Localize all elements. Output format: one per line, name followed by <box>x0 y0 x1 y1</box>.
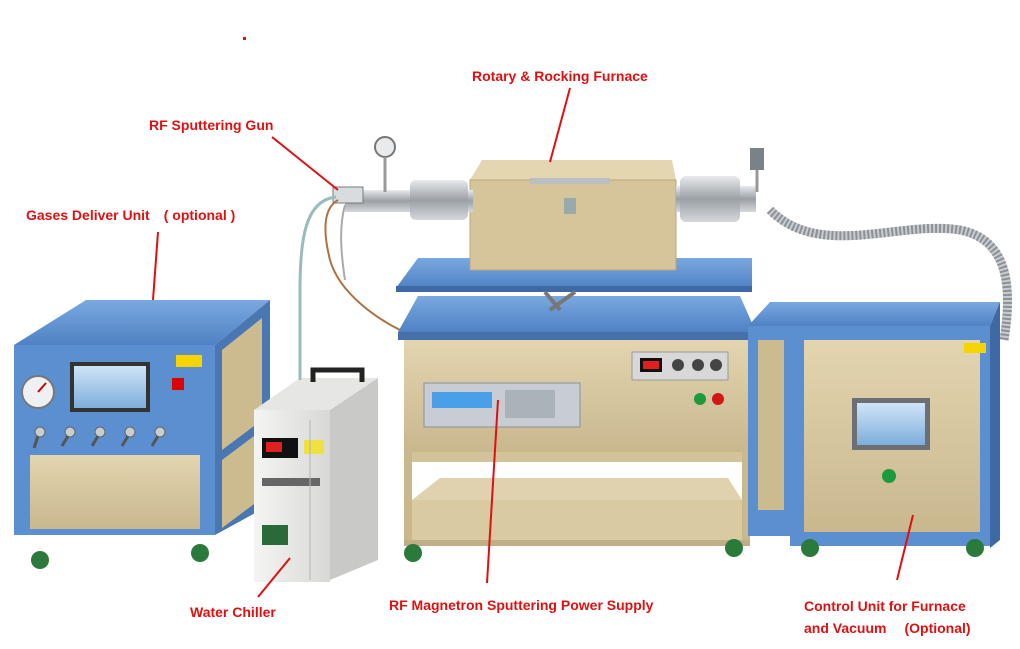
label-rotary-text: Rotary & Rocking Furnace <box>472 68 648 84</box>
pointer-chiller <box>257 557 291 598</box>
label-control-optional: (Optional) <box>904 620 971 636</box>
pointer-control <box>896 514 914 581</box>
control-unit <box>748 302 1000 557</box>
label-water-chiller: Water Chiller <box>190 604 276 620</box>
label-rotary-furnace: Rotary & Rocking Furnace <box>472 68 648 84</box>
label-control-unit: Control Unit for Furnace and Vacuum (Opti… <box>804 595 971 639</box>
label-gases-optional: ( optional ) <box>163 207 236 223</box>
label-rf-sputtering-gun: RF Sputtering Gun <box>149 117 273 133</box>
rotary-furnace <box>332 136 764 312</box>
label-gun-text: RF Sputtering Gun <box>149 117 274 133</box>
label-rf-text: RF Magnetron Sputtering Power Supply <box>389 597 654 613</box>
pointer-rf <box>486 399 499 584</box>
label-chiller-text: Water Chiller <box>190 604 276 620</box>
water-chiller <box>254 367 378 582</box>
pointer-rotary <box>549 87 571 163</box>
rf-cabinet <box>398 296 756 562</box>
callout-pointers <box>152 87 914 598</box>
pointer-gases <box>152 231 159 301</box>
label-rf-power-supply: RF Magnetron Sputtering Power Supply <box>389 597 653 613</box>
label-gases-deliver-unit: Gases Deliver Unit ( optional ) <box>26 207 235 223</box>
label-control-line1: Control Unit for Furnace <box>804 598 966 614</box>
cables <box>298 195 1012 380</box>
label-gases-text: Gases Deliver Unit <box>26 207 150 223</box>
pointer-gun <box>271 136 339 191</box>
label-control-line2: and Vacuum <box>804 620 887 636</box>
gas-delivery-unit <box>14 300 270 569</box>
